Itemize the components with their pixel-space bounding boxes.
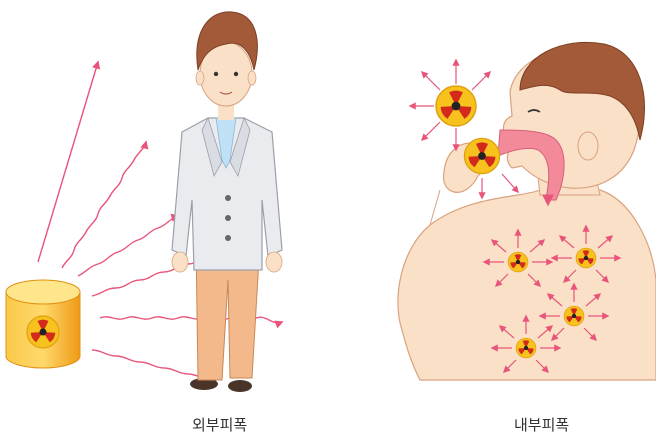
radioactive-barrel-icon [6, 280, 80, 368]
wave-line [62, 142, 146, 268]
standing-man-icon [172, 12, 282, 392]
wave-line [92, 350, 212, 380]
wave-line [38, 62, 98, 262]
torso-with-lungs-icon [398, 42, 656, 380]
caption-external-exposure: 외부피폭 [192, 414, 247, 435]
ray-burst [482, 174, 518, 198]
wave-line [78, 216, 178, 276]
caption-internal-exposure: 내부피폭 [514, 414, 569, 435]
